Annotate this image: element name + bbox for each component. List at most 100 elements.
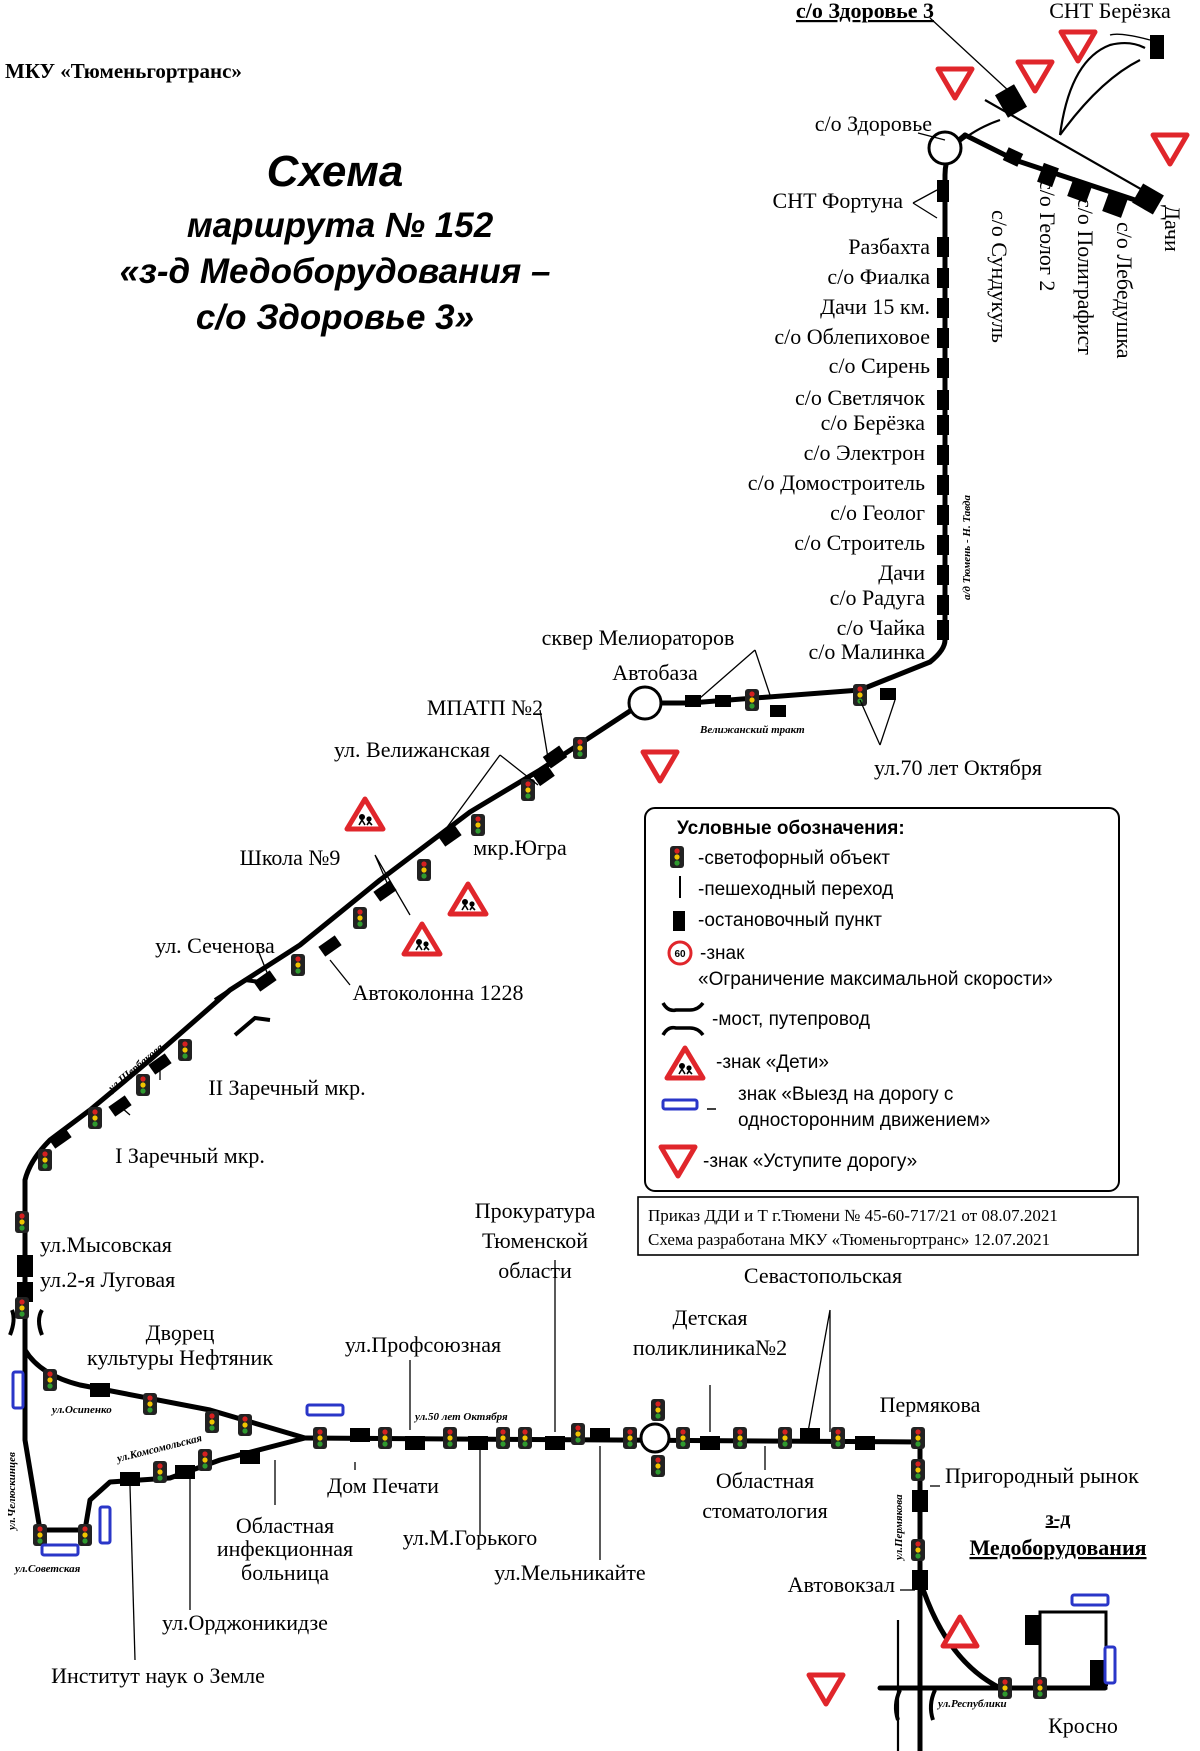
stop-label: сквер Мелиораторов [542,625,735,650]
stop-label: ул.М.Горького [403,1525,537,1550]
stop-label: СНТ Фортуна [773,188,904,213]
children-signs [347,799,486,954]
map-title: Схема [267,147,404,196]
map-title-from: «з-д Медоборудования – [120,252,551,291]
legend-item: «Ограничение максимальной скорости» [698,969,1053,990]
legend-item: знак «Выезд на дорогу с [738,1084,953,1105]
stop-label: Автобаза [612,660,698,685]
stop-label: ул.70 лет Октября [874,755,1042,780]
stop-label: с/о Сундукуль [987,210,1012,343]
legend-bridge-icon [661,1001,705,1037]
stop-label: с/о Берёзка [821,410,926,435]
legend-item: -знак [700,943,745,964]
stop-label: СНТ Берёзка [1049,0,1171,23]
stop-label: ул.Орджоникидзе [162,1610,328,1635]
stop-label: Областная [716,1468,814,1493]
legend-item: -пешеходный переход [698,879,893,900]
stop-labels-middle: сквер Мелиораторов Автобаза ул.70 лет Ок… [40,625,1042,1292]
stop-label: Севастопольская [744,1263,902,1288]
stop-label: с/о Геолог [830,500,925,525]
legend-traffic-light-icon [670,846,684,868]
stop-label: Тюменской [482,1228,588,1253]
legend-speed-icon: 60 [667,940,693,966]
map-title-to: с/о Здоровье 3» [196,298,474,337]
stop-label: Институт наук о Земле [51,1663,265,1688]
stop-label: с/о Строитель [794,530,925,555]
stop-label: Пригородный рынок [945,1463,1139,1488]
order-line: Приказ ДДИ и Т г.Тюмени № 45-60-717/21 о… [648,1206,1058,1225]
road-label: ул.Пермякова [893,1494,905,1562]
stop-label: инфекционная [217,1536,353,1561]
stop-label: с/о Домостроитель [748,470,925,495]
order-line: Схема разработана МКУ «Тюменьгортранс» 1… [648,1230,1050,1249]
stop-label: Детская [673,1305,748,1330]
stop-label: ул.Мысовская [40,1232,172,1257]
legend-item: -мост, путепровод [712,1009,870,1030]
legend-item: -знак «Уступите дорогу» [703,1151,917,1172]
stop-label: II Заречный мкр. [208,1075,365,1100]
road-label: ул.Осипенко [50,1404,112,1416]
legend-item: -знак «Дети» [716,1052,829,1073]
map-title-route: маршрута № 152 [187,206,494,245]
stop-label: с/о Малинка [808,639,925,664]
road-label: ул.Республики [936,1698,1007,1710]
stop-label: Пермякова [880,1392,981,1417]
stop-label: с/о Здоровье 3 [796,0,934,23]
stop-label: поликлиника№2 [633,1335,787,1360]
stop-label: с/о Облепиховое [774,324,930,349]
order-info: Приказ ДДИ и Т г.Тюмени № 45-60-717/21 о… [637,1196,1139,1256]
stop-label: Прокуратура [475,1198,596,1223]
stop-label: мкр.Югра [473,835,567,860]
stop-label: с/о Чайка [837,615,926,640]
stop-label: с/о Фиалка [827,264,930,289]
legend-item: -светофорный объект [698,848,890,869]
stop-label: с/о Радуга [830,585,926,610]
stop-label: ул. Сеченова [155,933,275,958]
stop-markers [17,35,1164,1686]
roundabout-center [639,1422,671,1454]
roundabout-zdorovie [927,130,963,166]
legend-one-way-icon [661,1098,716,1111]
legend-heading: Условные обозначения: [677,818,905,839]
organization-name: МКУ «Тюменьгортранс» [5,59,242,83]
legend-box [644,807,1120,1192]
legend-stop-icon [673,911,685,931]
stop-label: Областная [236,1513,334,1538]
stop-label: ул.Профсоюзная [345,1332,501,1357]
stop-label: Дачи [878,560,925,585]
bridges [8,977,937,1721]
stop-label: Автовокзал [788,1572,895,1597]
stop-label: МПАТП №2 [427,695,543,720]
stop-label: культуры Нефтяник [87,1345,273,1370]
stop-label: с/о Полиграфист [1073,198,1098,355]
stop-label: з-д [1046,1508,1071,1530]
stop-labels-south: Дворец культуры Нефтяник Прокуратура Тюм… [6,1198,1147,1738]
stop-label: с/о Электрон [804,440,926,465]
stop-label: ул. Велижанская [334,737,490,762]
stop-label: Дачи [1160,205,1185,252]
stop-label: Школа №9 [240,845,341,870]
road-label: Велижанский тракт [699,724,805,736]
road-label: а/д Тюмень - Н. Тавда [961,495,973,600]
legend-item: -остановочный пункт [698,910,882,931]
stop-label: Дачи 15 км. [820,294,930,319]
stop-label: Кросно [1048,1713,1118,1738]
stop-label: больница [241,1560,329,1585]
legend-item: односторонним движением» [738,1110,990,1131]
road-label: ул.50 лет Октября [413,1411,508,1423]
road-label: ул.Комсомольская [114,1432,204,1465]
stop-label: ул.2-я Луговая [40,1267,175,1292]
stop-label: с/о Светлячок [795,385,925,410]
stop-label: стоматология [702,1498,828,1523]
roundabout-avtobaza [627,685,663,721]
stop-label: Дворец [146,1320,215,1345]
stop-label: I Заречный мкр. [115,1143,265,1168]
stop-label: Медоборудования [969,1535,1146,1560]
legend: Условные обозначения: -светофорный объек… [644,807,1120,1192]
stop-label: Автоколонна 1228 [352,980,523,1005]
stop-label: с/о Здоровье [815,111,932,136]
stop-label: с/о Лебедушка [1112,222,1137,359]
svg-text:60: 60 [674,949,686,960]
stop-label: Разбахта [848,234,930,259]
